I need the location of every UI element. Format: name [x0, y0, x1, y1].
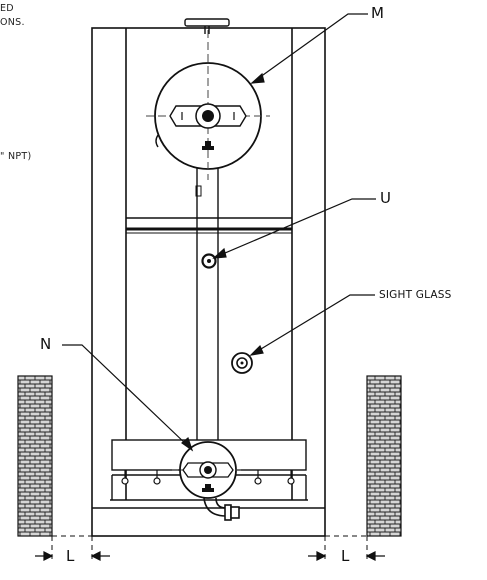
sight-glass — [231, 352, 253, 374]
leader-sight-glass — [249, 294, 375, 356]
note-line-1: ED — [0, 3, 14, 14]
leader-n — [62, 344, 194, 452]
outlet-elbow — [203, 497, 240, 521]
manway-n — [172, 441, 244, 499]
leader-u — [212, 198, 376, 259]
dimension-l-right — [308, 551, 385, 561]
note-line-3: " NPT) — [0, 151, 32, 162]
top-vent-cap — [184, 18, 230, 34]
callout-n-label: N — [40, 335, 52, 353]
cross-band — [126, 217, 292, 234]
vertical-pipe — [196, 160, 219, 450]
callout-u-label: U — [380, 189, 391, 207]
right-brick-pier — [366, 375, 402, 537]
manway-m — [146, 54, 270, 176]
left-brick-pier — [17, 375, 53, 537]
dimension-l-left — [35, 551, 110, 561]
dimension-l-left-label: L — [66, 547, 75, 565]
dimension-l-right-label: L — [341, 547, 350, 565]
callout-m-label: M — [371, 4, 384, 22]
port-u — [201, 253, 217, 269]
note-line-2: ONS. — [0, 17, 25, 28]
callout-sight-glass-label: SIGHT GLASS — [379, 289, 452, 301]
leader-m — [250, 13, 368, 84]
